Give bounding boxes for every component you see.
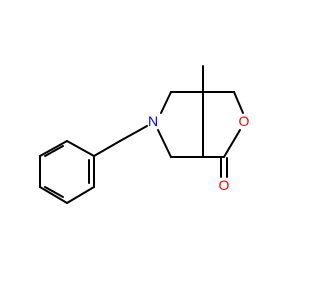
bond-o-c1 [223, 129, 241, 158]
bond-ring-3 [39, 186, 68, 204]
bonds [39, 65, 244, 204]
molecule-canvas: N O O [39, 65, 250, 204]
atom-n: N [148, 113, 158, 129]
bond-ch2-n [119, 125, 148, 142]
atom-o-ring: O [239, 113, 250, 129]
atom-o-carbonyl: O [219, 177, 230, 193]
bond-ring-5 [39, 140, 68, 157]
bond-n-c-bottom [157, 129, 172, 158]
bond-ch2-aryl [93, 140, 121, 157]
bond-n-c-top [160, 91, 172, 114]
bond-aromatic-2 [44, 186, 64, 198]
bond-ring-6 [66, 140, 95, 157]
structure-diagram: N O O [39, 65, 250, 204]
bond-ring-2 [66, 186, 95, 204]
bond-aromatic-3 [44, 145, 64, 157]
bond-ch2-o [233, 91, 244, 114]
atom-labels: N O O [148, 113, 250, 193]
